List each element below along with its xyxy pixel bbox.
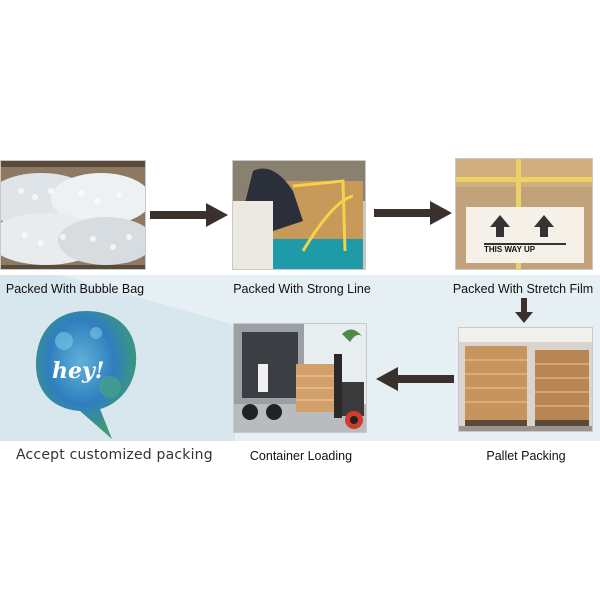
arrow-left <box>376 367 454 391</box>
accept-customized-text: Accept customized packing <box>16 447 213 463</box>
hey-speech-bubble-icon <box>36 311 137 439</box>
arrow-right-1 <box>150 203 228 227</box>
caption-stretch-film: Packed With Stretch Film <box>452 282 594 296</box>
photo-bubble-bag <box>0 160 146 270</box>
box-label-this-way-up: THIS WAY UP <box>484 245 536 254</box>
photo-stretch-film <box>455 158 593 270</box>
caption-bubble-bag: Packed With Bubble Bag <box>5 282 145 296</box>
arrow-down <box>515 298 533 323</box>
caption-strong-line: Packed With Strong Line <box>233 282 371 296</box>
photo-pallet-packing <box>458 327 593 432</box>
arrow-right-2 <box>374 201 452 225</box>
bubble-text: hey! <box>52 358 105 384</box>
caption-container-loading: Container Loading <box>249 449 353 463</box>
photo-container-loading <box>233 323 367 433</box>
photo-strong-line <box>232 160 366 270</box>
caption-pallet-packing: Pallet Packing <box>486 449 566 463</box>
